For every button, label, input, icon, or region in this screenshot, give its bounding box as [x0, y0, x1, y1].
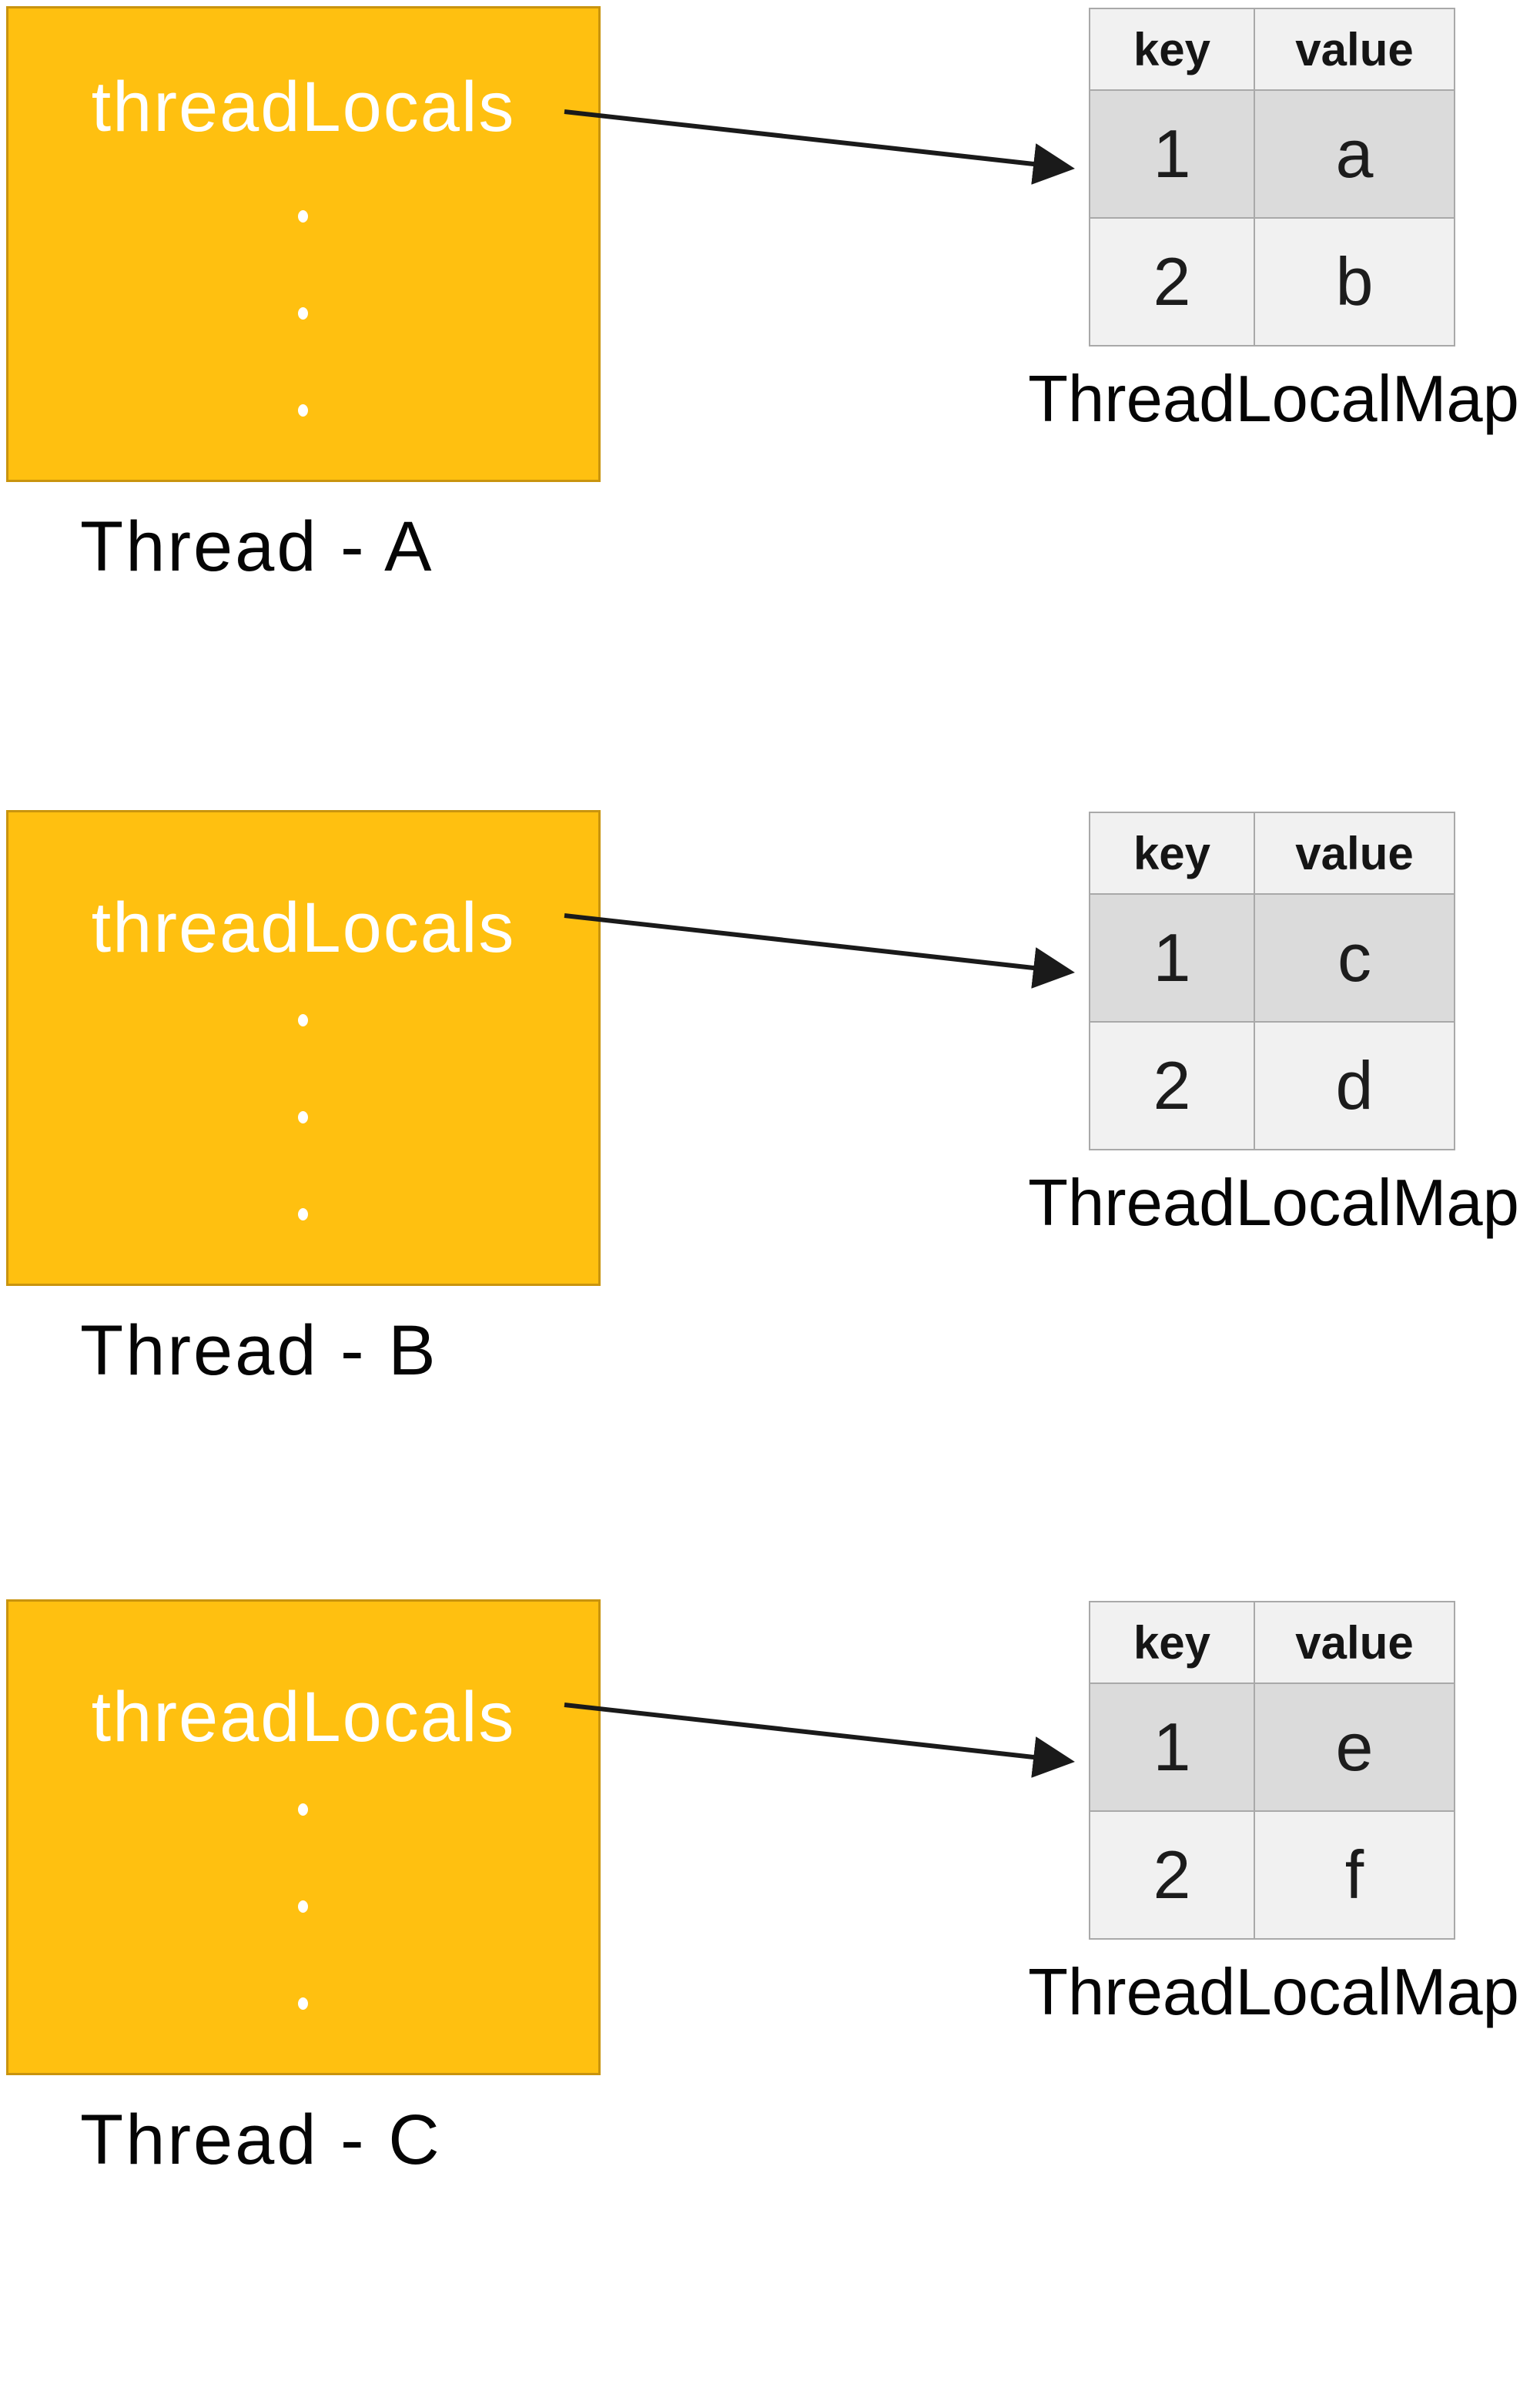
key-column-header: key	[1089, 8, 1255, 91]
thread-a-box-label: threadLocals	[91, 68, 516, 146]
key-cell: 1	[1089, 893, 1255, 1023]
value-column-header: value	[1254, 8, 1455, 91]
thread-c-box-label: threadLocals	[91, 1678, 516, 1756]
value-cell: c	[1254, 893, 1455, 1023]
thread-a-box: threadLocals	[6, 6, 601, 482]
threadlocalmap-caption-b: ThreadLocalMap	[1028, 1167, 1519, 1240]
key-cell: 2	[1089, 217, 1255, 347]
pointer-arrow-c	[564, 1703, 1075, 1778]
threadlocalmap-caption-c: ThreadLocalMap	[1028, 1956, 1519, 2029]
table-row: 2 d	[1089, 1021, 1455, 1150]
thread-a-section: threadLocals Thread - A key value	[0, 6, 1540, 811]
thread-c-box: threadLocals	[6, 1599, 601, 2075]
ellipsis-dot	[298, 1208, 308, 1220]
threadlocalmap-table-c: key value 1 e 2 f	[1089, 1601, 1455, 1940]
value-cell: b	[1254, 217, 1455, 347]
key-cell: 1	[1089, 1682, 1255, 1812]
value-column-header: value	[1254, 812, 1455, 895]
table-row: 2 b	[1089, 217, 1455, 347]
key-cell: 1	[1089, 89, 1255, 219]
table-row: 1 a	[1089, 89, 1455, 219]
ellipsis-dot	[298, 307, 308, 320]
ellipsis-dot	[298, 1014, 308, 1026]
thread-c-caption: Thread - C	[80, 2101, 442, 2179]
value-column-header: value	[1254, 1601, 1455, 1684]
thread-a-caption: Thread - A	[80, 507, 434, 586]
table-header-row: key value	[1089, 812, 1455, 895]
value-cell: a	[1254, 89, 1455, 219]
ellipsis-dot	[298, 1997, 308, 2010]
value-cell: d	[1254, 1021, 1455, 1150]
value-cell: e	[1254, 1682, 1455, 1812]
ellipsis-dot	[298, 1900, 308, 1913]
table-row: 1 c	[1089, 893, 1455, 1023]
thread-b-box-label: threadLocals	[91, 889, 516, 967]
thread-c-section: threadLocals Thread - C key value	[0, 1599, 1540, 2404]
key-column-header: key	[1089, 812, 1255, 895]
table-header-row: key value	[1089, 1601, 1455, 1684]
value-cell: f	[1254, 1810, 1455, 1940]
pointer-arrow-a	[564, 109, 1075, 185]
threadlocalmap-table-b: key value 1 c 2 d	[1089, 812, 1455, 1150]
diagram-canvas: threadLocals Thread - A key value	[0, 6, 1540, 2179]
thread-b-section: threadLocals Thread - B key value	[0, 810, 1540, 1615]
pointer-arrow-b	[564, 913, 1075, 989]
ellipsis-dot	[298, 1111, 308, 1123]
thread-b-box: threadLocals	[6, 810, 601, 1286]
key-cell: 2	[1089, 1810, 1255, 1940]
key-column-header: key	[1089, 1601, 1255, 1684]
table-header-row: key value	[1089, 8, 1455, 91]
threadlocalmap-caption-a: ThreadLocalMap	[1028, 363, 1519, 436]
table-row: 1 e	[1089, 1682, 1455, 1812]
threadlocalmap-table-a: key value 1 a 2 b	[1089, 8, 1455, 347]
ellipsis-dot	[298, 1803, 308, 1816]
ellipsis-dot	[298, 210, 308, 223]
ellipsis-dot	[298, 404, 308, 417]
thread-b-caption: Thread - B	[80, 1311, 438, 1390]
table-row: 2 f	[1089, 1810, 1455, 1940]
key-cell: 2	[1089, 1021, 1255, 1150]
